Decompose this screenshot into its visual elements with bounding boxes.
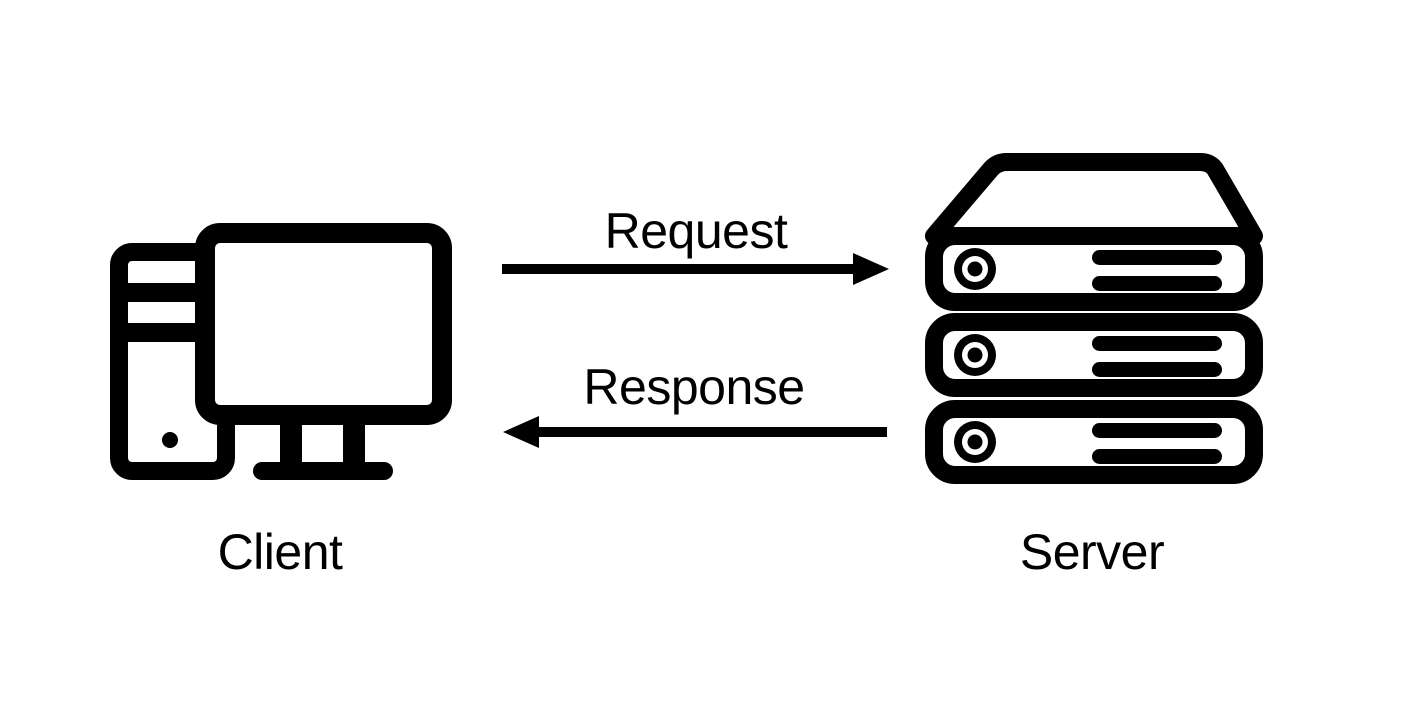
server-stack-icon (925, 153, 1263, 484)
server-node-label: Server (1019, 524, 1165, 580)
response-edge-label: Response (583, 359, 805, 415)
desktop-computer-icon (110, 223, 452, 480)
client-node-label: Client (217, 524, 343, 580)
request-edge-label: Request (604, 203, 788, 259)
request-arrow-right-icon (502, 253, 889, 285)
response-arrow-left-icon (503, 416, 887, 448)
